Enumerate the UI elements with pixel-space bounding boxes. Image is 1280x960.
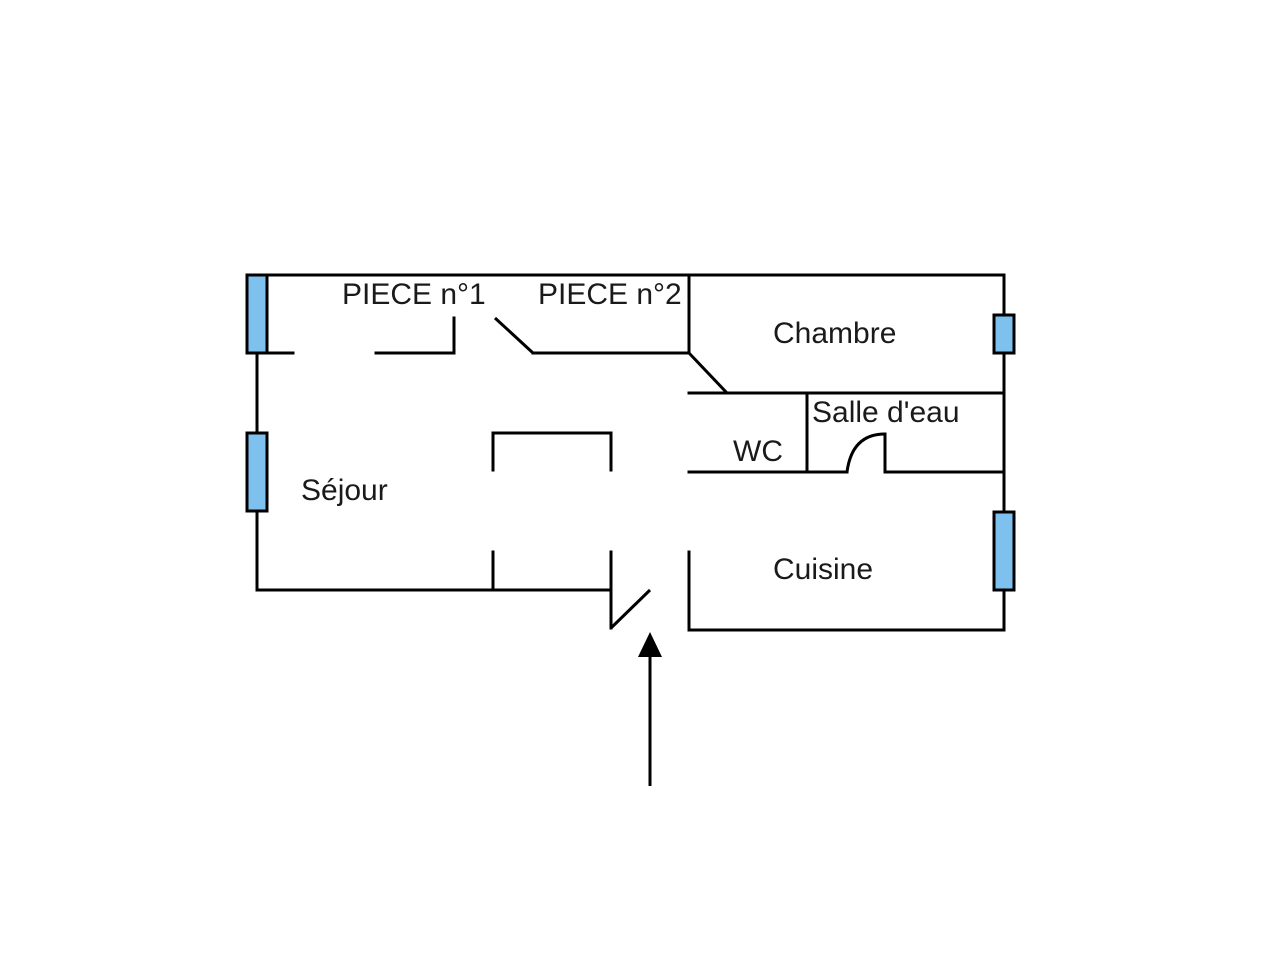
label-wc: WC (733, 435, 783, 468)
window-right-chambre (992, 313, 1016, 355)
door-piece2 (493, 316, 535, 355)
label-piece1: PIECE n°1 (342, 278, 486, 311)
right-partitions (687, 391, 1006, 474)
door-chambre (687, 351, 729, 395)
room-labels: PIECE n°1 PIECE n°2 Chambre Salle d'eau … (301, 278, 960, 586)
label-piece2: PIECE n°2 (538, 278, 682, 311)
window-left-middle (245, 431, 269, 513)
label-sejour: Séjour (301, 474, 388, 507)
windows (245, 273, 1016, 592)
label-chambre: Chambre (773, 317, 896, 350)
top-partitions (255, 273, 729, 395)
door-entrance (609, 588, 652, 630)
label-salle-eau: Salle d'eau (812, 396, 960, 429)
entrance-arrow-head (638, 632, 662, 657)
window-right-cuisine (992, 510, 1016, 592)
label-cuisine: Cuisine (773, 553, 873, 586)
window-left-top (245, 273, 269, 355)
central-partitions (491, 431, 652, 630)
door-salle-eau (845, 432, 887, 473)
arrow-up-icon (638, 632, 662, 786)
